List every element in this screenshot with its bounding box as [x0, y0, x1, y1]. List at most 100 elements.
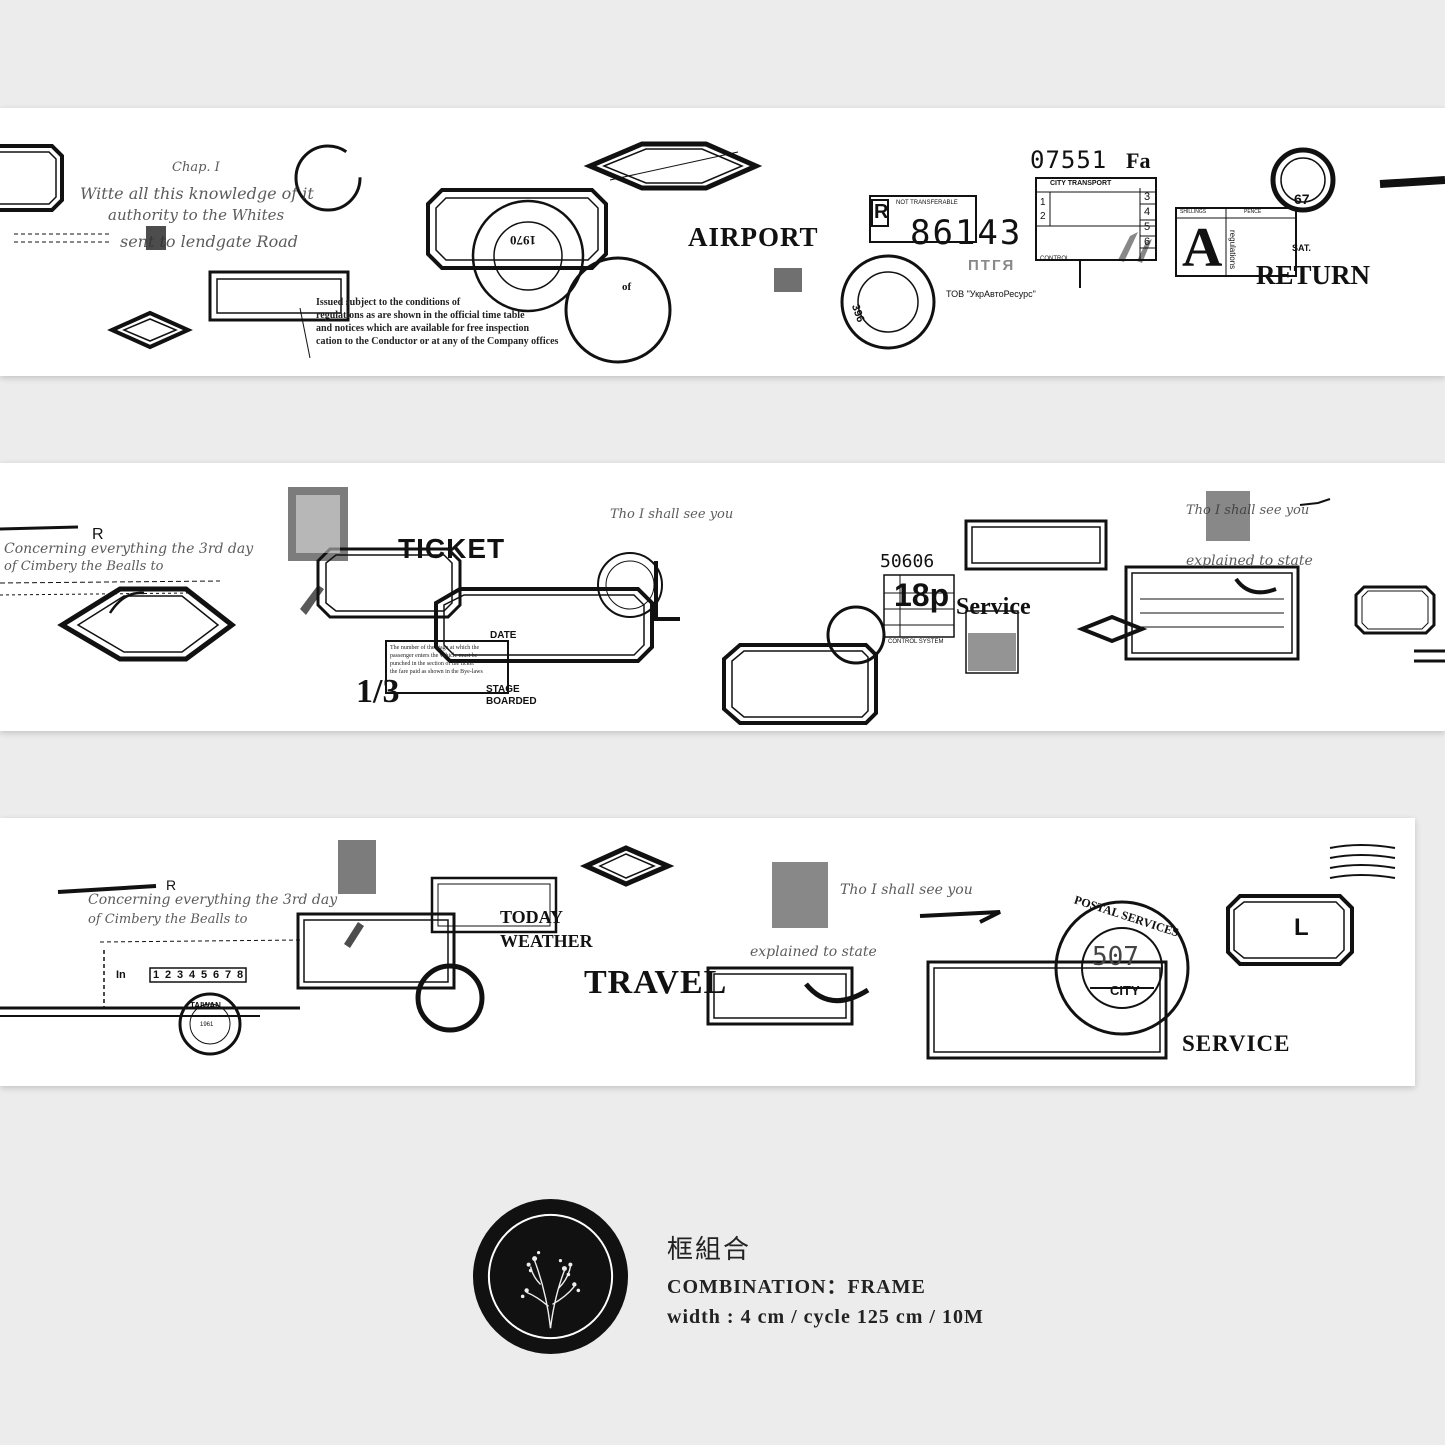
postmark-of — [564, 256, 672, 364]
grid-number: 2 — [165, 969, 172, 981]
notice-line: the fare paid as shown in the Bye-laws — [390, 669, 483, 675]
grid-number: 7 — [225, 969, 232, 981]
grey-stamp — [338, 840, 376, 894]
in-label: In — [116, 969, 126, 981]
ticket-number: 86143 — [910, 213, 1023, 253]
taiwan-label: TAIWAN — [190, 1001, 221, 1010]
tape-strip-2: R Concerning everything the 3rd day of C… — [0, 463, 1445, 731]
weather-label: WEATHER — [500, 931, 593, 951]
script-line: of Cimbery the Bealls to — [88, 912, 248, 927]
script-line: Tho I shall see you — [840, 882, 973, 898]
grid-number: 4 — [1144, 206, 1151, 218]
strip-1-artwork — [0, 141, 1445, 364]
grid-number: 1 — [153, 969, 160, 981]
diamond-frame-small — [107, 310, 193, 350]
cyrillic-text: ТОВ "УкрАвтоРесурс" — [946, 289, 1036, 299]
grid-number: 2 — [1040, 211, 1046, 222]
grid-number: 4 — [189, 969, 196, 981]
ring-67 — [1270, 147, 1336, 213]
not-transferable-label: NOT TRANSFERABLE — [896, 200, 958, 206]
notice-line: cation to the Conductor or at any of the… — [316, 336, 559, 347]
notice-line: The number of the stage at which the — [390, 645, 480, 651]
combination-label: COMBINATION：FRAME — [667, 1276, 926, 1298]
registered-mark: R — [874, 201, 889, 223]
fare-label: 18p — [894, 577, 950, 613]
boarded-label: BOARDED — [486, 696, 537, 707]
grey-stamp-small — [772, 862, 828, 928]
rectangle-frame — [208, 270, 350, 322]
grey-stamp — [774, 268, 802, 292]
tape-strip-1: Chap. I Witte all this knowledge of it a… — [0, 108, 1445, 376]
date-label: DATE — [490, 630, 517, 641]
octagon-frame-right — [1226, 894, 1354, 966]
chain-frame-1 — [316, 547, 462, 619]
tape-strip-3: R Concerning everything the 3rd day of C… — [0, 818, 1415, 1086]
script-line: Witte all this knowledge of it — [80, 184, 314, 203]
registered-mark: R — [166, 877, 177, 893]
brand-logo — [472, 1198, 629, 1355]
diamond-frame-small — [1076, 614, 1148, 644]
ticket-label: TICKET — [398, 533, 506, 564]
script-line: explained to state — [1186, 553, 1313, 569]
script-line: Tho I shall see you — [610, 507, 734, 522]
fraction-label: 1/3 — [356, 673, 400, 710]
grid-number: 8 — [237, 969, 244, 981]
taiwan-year: 1961 — [200, 1022, 214, 1028]
number-grid — [149, 967, 247, 983]
postmark-label: of — [622, 281, 632, 293]
octagon-frame-right — [1354, 585, 1436, 635]
grid-number: 3 — [177, 969, 184, 981]
airport-label: AIRPORT — [688, 222, 819, 252]
postmark-taiwan — [178, 992, 242, 1056]
postmark-year: 1970 — [510, 233, 536, 248]
control-label: CONTROL SYSTEM — [888, 639, 944, 645]
diamond-frame-small — [579, 845, 675, 887]
city-transport-ticket — [1035, 177, 1157, 261]
ticket-86143 — [869, 195, 977, 243]
grey-stamp-small — [1206, 491, 1250, 541]
rectangle-frame — [430, 876, 558, 934]
service-label: Service — [956, 594, 1031, 620]
grid-number: 6 — [213, 969, 220, 981]
script-line: Concerning everything the 3rd day — [4, 541, 254, 557]
rectangle-frame — [964, 519, 1108, 571]
octagon-frame-lower — [722, 643, 878, 725]
notice-line: Issued subject to the conditions of — [316, 297, 461, 308]
grid-number: 6 — [1144, 236, 1151, 248]
fare-ticket — [883, 574, 955, 638]
today-label: TODAY — [500, 907, 564, 927]
city-label: CITY — [1110, 983, 1140, 998]
script-line: authority to the Whites — [108, 206, 285, 224]
postcard-frame — [1124, 565, 1300, 661]
postcard-frame — [926, 960, 1168, 1060]
notice-line: punched in the section of the ticket — [390, 661, 474, 667]
pence-label: PENCE — [1244, 209, 1262, 215]
grid-number: 5 — [201, 969, 208, 981]
control-label: CONTROL — [1040, 256, 1070, 262]
strip-3-artwork — [0, 840, 1396, 1060]
title-chinese: 框組合 — [667, 1235, 752, 1265]
spec-label: width : 4 cm / cycle 125 cm / 10M — [667, 1306, 984, 1328]
notice-line: regulations as are shown in the official… — [316, 310, 525, 321]
ring-stamp — [597, 552, 663, 618]
shillings-label: SHILLINGS — [1180, 209, 1207, 215]
chain-frame-2 — [434, 587, 654, 663]
sat-label: SAT. — [1292, 243, 1311, 253]
ring-stamp — [294, 144, 362, 212]
circle-number: 67 — [1294, 191, 1310, 207]
notice-box — [385, 640, 509, 694]
notice-line: and notices which are available for free… — [316, 323, 530, 334]
stage-label: STAGE — [486, 684, 520, 695]
postal-number: 507 — [1092, 942, 1139, 972]
ticket-number-small: 07551 — [1030, 146, 1108, 174]
diamond-frame-large — [57, 586, 237, 662]
ticket-fa-label: Fa — [1126, 148, 1151, 173]
postmark-1970 — [471, 199, 585, 313]
script-line: Concerning everything the 3rd day — [88, 892, 338, 908]
rectangle-frame-lower — [706, 966, 854, 1026]
octagon-frame — [426, 188, 608, 270]
service-label: SERVICE — [1182, 1031, 1291, 1056]
ticket-number: 50606 — [880, 551, 935, 572]
city-transport-label: CITY TRANSPORT — [1050, 180, 1112, 187]
strip-2-artwork — [0, 487, 1445, 725]
